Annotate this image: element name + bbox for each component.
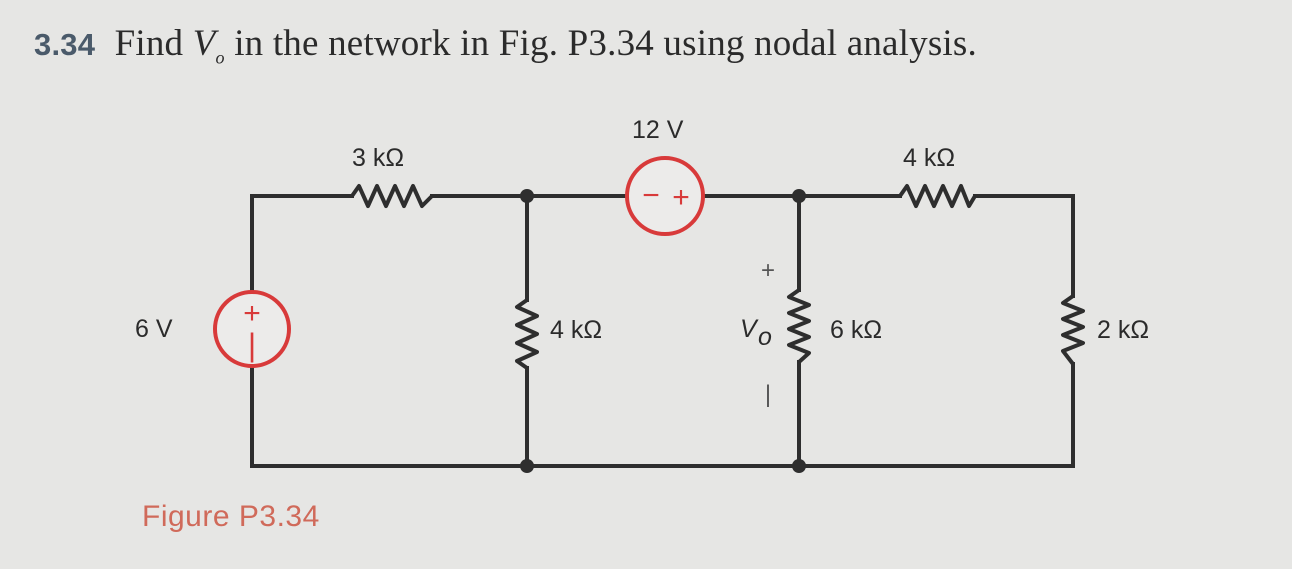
wires: [250, 194, 1075, 468]
vo-plus-sign: +: [761, 257, 775, 284]
junction-dots: [520, 189, 806, 473]
resistor-6k: [787, 288, 811, 364]
problem-text-before: Find: [114, 23, 184, 64]
label-4k-middle: 4 kΩ: [550, 316, 602, 344]
problem-text-after: in the network in Fig. P3.34 using nodal…: [234, 23, 977, 64]
label-3k-top: 3 kΩ: [352, 144, 404, 172]
figure-caption: Figure P3.34: [142, 500, 320, 533]
resistor-4k-top: [898, 184, 977, 208]
source-6v-plus: +: [243, 297, 261, 330]
vo-label: V: [740, 315, 759, 343]
junction-top-right: [792, 189, 806, 203]
label-4k-top: 4 kΩ: [903, 144, 955, 172]
junction-top-left: [520, 189, 534, 203]
junction-bottom-left: [520, 459, 534, 473]
problem-number: 3.34: [34, 27, 96, 62]
problem-statement: 3.34 Find Vo in the network in Fig. P3.3…: [34, 22, 977, 68]
problem-variable-subscript: o: [215, 47, 225, 68]
label-6v: 6 V: [135, 315, 173, 343]
vo-subscript: o: [758, 323, 772, 351]
source-6v-circle: [213, 290, 291, 368]
resistor-4k-middle: [515, 298, 539, 370]
voltage-source-6v: + |: [213, 290, 291, 368]
resistor-3k-top: [350, 184, 434, 208]
source-12v-plus: +: [672, 181, 690, 214]
source-6v-minus: |: [248, 327, 256, 363]
source-12v-minus: −: [642, 179, 660, 212]
label-2k: 2 kΩ: [1097, 316, 1149, 344]
voltage-source-12v: − +: [625, 156, 705, 236]
junction-bottom-right: [792, 459, 806, 473]
resistor-2k: [1061, 294, 1085, 366]
problem-variable: V: [192, 23, 216, 64]
vo-minus-sign: |: [765, 381, 771, 408]
source-12v-circle: [625, 156, 705, 236]
label-6k: 6 kΩ: [830, 316, 882, 344]
label-12v: 12 V: [632, 116, 684, 144]
